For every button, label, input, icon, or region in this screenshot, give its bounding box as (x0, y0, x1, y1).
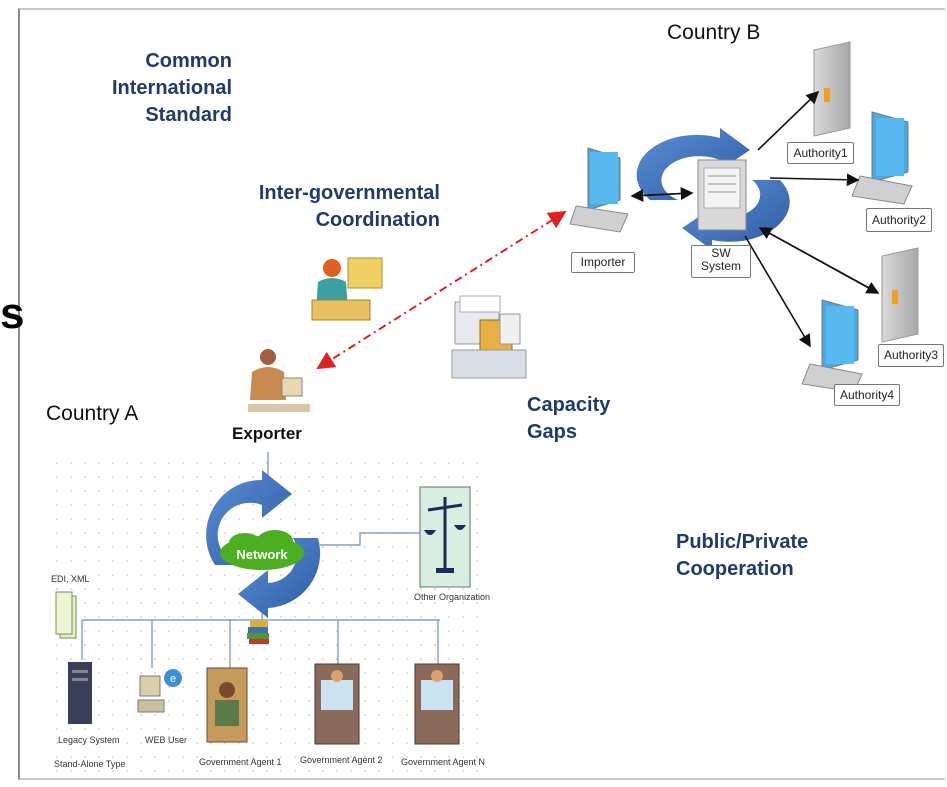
importer-computer-icon (569, 147, 629, 233)
web-user-icon: e (137, 669, 182, 713)
clerk-with-papers-icon (311, 257, 383, 321)
government-agent-2-label: Government Agent 2 (300, 755, 383, 765)
authority3-server-icon (881, 247, 919, 343)
government-agent-n-label: Government Agent N (401, 757, 486, 767)
edi-xml-documents-icon (55, 591, 77, 639)
authority1-label: Authority1 (787, 142, 854, 164)
country-b-arrows (630, 90, 880, 348)
government-agent-2-icon (314, 663, 360, 745)
heading-capacity-gaps: Capacity Gaps (527, 394, 611, 443)
edi-xml-label: EDI, XML (51, 574, 90, 584)
importer-label: Importer (571, 252, 635, 273)
exporter-person-icon (248, 349, 310, 412)
authority2-label: Authority2 (866, 208, 932, 232)
stand-alone-type-label: Stand-Alone Type (54, 759, 126, 769)
authority2-computer-icon (851, 111, 913, 205)
legacy-system-label: Legacy System (58, 735, 120, 745)
heading-common-standard: Common International Standard (111, 50, 232, 126)
heading-public-private: Public/Private Cooperation (676, 531, 809, 580)
authority4-computer-icon (801, 299, 863, 393)
network-lines (81, 452, 440, 668)
government-agent-1-icon (206, 667, 248, 743)
country-a-label: Country A (46, 402, 139, 425)
books-icon (247, 621, 269, 644)
other-organization-label: Other Organization (414, 592, 491, 602)
stray-letter: s (0, 289, 25, 338)
capacity-papers-icon (451, 295, 527, 379)
network-label: Network (236, 547, 288, 562)
trade-link-dashed (316, 210, 567, 370)
sw-system-server-icon (697, 159, 747, 231)
network-cloud (220, 530, 304, 570)
authority3-label: Authority3 (878, 344, 944, 367)
government-agent-1-label: Government Agent 1 (199, 757, 282, 767)
exporter-label: Exporter (232, 424, 302, 443)
authority1-server-icon (813, 41, 851, 137)
authority4-label: Authority4 (834, 384, 900, 406)
other-organization-scales-icon (419, 486, 471, 588)
web-user-label: WEB User (145, 735, 188, 745)
legacy-system-icon (68, 662, 92, 724)
svg-text:e: e (170, 673, 176, 685)
government-agent-n-icon (414, 663, 460, 745)
country-b-label: Country B (667, 21, 761, 44)
slide-frame (18, 8, 945, 780)
